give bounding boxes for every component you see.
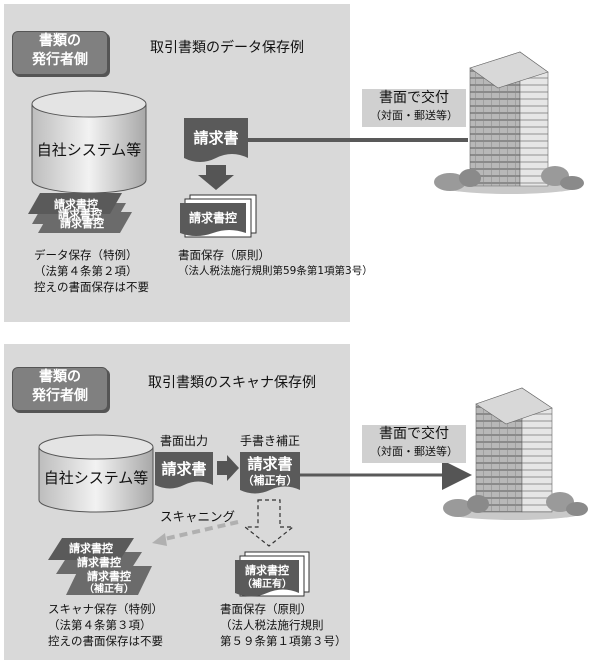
delivery-sub-label-2: （対面・郵送等） bbox=[370, 445, 458, 458]
print-out-label: 書面出力 bbox=[160, 434, 208, 448]
badge-line-1: 書類の bbox=[39, 369, 81, 385]
data-copy-label-3: 請求書控 bbox=[60, 216, 104, 230]
scanned-copy-label-2: 請求書控 bbox=[77, 555, 121, 569]
delivery-box-1: 書面で交付 （対面・郵送等） bbox=[362, 89, 466, 127]
system-database-icon bbox=[31, 90, 147, 194]
right-arrow-icon bbox=[217, 455, 239, 481]
paper-copy-stack-icon-2 bbox=[235, 551, 310, 597]
caption-line: 書面保存（原則） bbox=[178, 248, 270, 262]
paper-copy-label-2: 請求書控 bbox=[245, 563, 289, 577]
scanned-copy-label-3: 請求書控 bbox=[87, 569, 131, 583]
paper-copy-label: 請求書控 bbox=[189, 210, 237, 225]
invoice-document-icon bbox=[184, 118, 248, 162]
invoice-label: 請求書 bbox=[193, 129, 238, 147]
caption-line: スキャナ保存（特例） bbox=[48, 602, 163, 616]
paper-copy-label-2b: （補正有） bbox=[242, 577, 292, 590]
corrected-label-2: （補正有） bbox=[243, 473, 298, 487]
building-icon-2 bbox=[443, 387, 588, 520]
scanned-copy-label-1: 請求書控 bbox=[69, 541, 113, 555]
data-copy-label-2: 請求書控 bbox=[58, 207, 102, 221]
delivery-label-2: 書面で交付 bbox=[379, 426, 449, 442]
delivery-sub-label-1: （対面・郵送等） bbox=[370, 109, 458, 122]
delivery-label-1: 書面で交付 bbox=[379, 90, 449, 106]
handwrite-label: 手書き補正 bbox=[240, 434, 300, 448]
badge-line-1: 書類の bbox=[39, 33, 81, 49]
scan-arrow-head-icon bbox=[152, 533, 167, 546]
issuer-badge-2: 書類の 発行者側 bbox=[12, 367, 108, 411]
paper-storage-caption-2: 書面保存（原則） （法人税法施行規則 第５９条第１項第３号） bbox=[220, 601, 347, 649]
delivery-box-2: 書面で交付 （対面・郵送等） bbox=[362, 425, 466, 463]
caption-line: データ保存（特例） bbox=[34, 248, 138, 262]
corrected-invoice-icon bbox=[240, 452, 300, 494]
building-icon bbox=[434, 51, 584, 194]
paper-copy-stack-icon bbox=[180, 194, 257, 238]
issuer-badge-1: 書類の 発行者側 bbox=[12, 31, 108, 75]
data-storage-caption: データ保存（特例） （法第４条第２項） 控えの書面保存は不要 bbox=[34, 247, 149, 295]
data-copies-icon bbox=[28, 193, 132, 233]
scanning-label: スキャニング bbox=[160, 509, 235, 524]
data-copy-label-1: 請求書控 bbox=[54, 197, 98, 211]
panel-title-2: 取引書類のスキャナ保存例 bbox=[148, 375, 316, 391]
badge-line-2: 発行者側 bbox=[32, 388, 88, 404]
system-database-icon-2 bbox=[38, 434, 154, 513]
caption-line: （法人税法施行規則 bbox=[220, 618, 324, 632]
caption-line: （法第４条第３項） bbox=[48, 618, 152, 632]
caption-line: （法人税法施行規則第59条第1項第3号） bbox=[178, 265, 373, 277]
paper-storage-caption: 書面保存（原則） （法人税法施行規則第59条第1項第3号） bbox=[178, 247, 373, 279]
caption-line: 控えの書面保存は不要 bbox=[34, 280, 149, 294]
scanned-copies-icon bbox=[48, 538, 152, 595]
scanned-copy-label-3b: （補正有） bbox=[84, 582, 134, 595]
scan-storage-caption: スキャナ保存（特例） （法第４条第３項） 控えの書面保存は不要 bbox=[48, 601, 163, 649]
corrected-label-1: 請求書 bbox=[247, 455, 292, 473]
dashed-down-arrow-icon bbox=[243, 499, 295, 547]
panel-title-1: 取引書類のデータ保存例 bbox=[150, 40, 304, 56]
badge-line-2: 発行者側 bbox=[32, 52, 88, 68]
invoice-label-2: 請求書 bbox=[161, 460, 206, 478]
caption-line: （法第４条第２項） bbox=[34, 264, 138, 278]
system-label-2: 自社システム等 bbox=[44, 469, 149, 487]
caption-line: 書面保存（原則） bbox=[220, 602, 312, 616]
invoice-document-icon-2 bbox=[155, 452, 213, 489]
system-label: 自社システム等 bbox=[37, 141, 142, 159]
caption-line: 第５９条第１項第３号） bbox=[220, 634, 347, 648]
scan-arrow-line bbox=[159, 520, 239, 542]
down-arrow-icon bbox=[198, 165, 234, 190]
caption-line: 控えの書面保存は不要 bbox=[48, 634, 163, 648]
